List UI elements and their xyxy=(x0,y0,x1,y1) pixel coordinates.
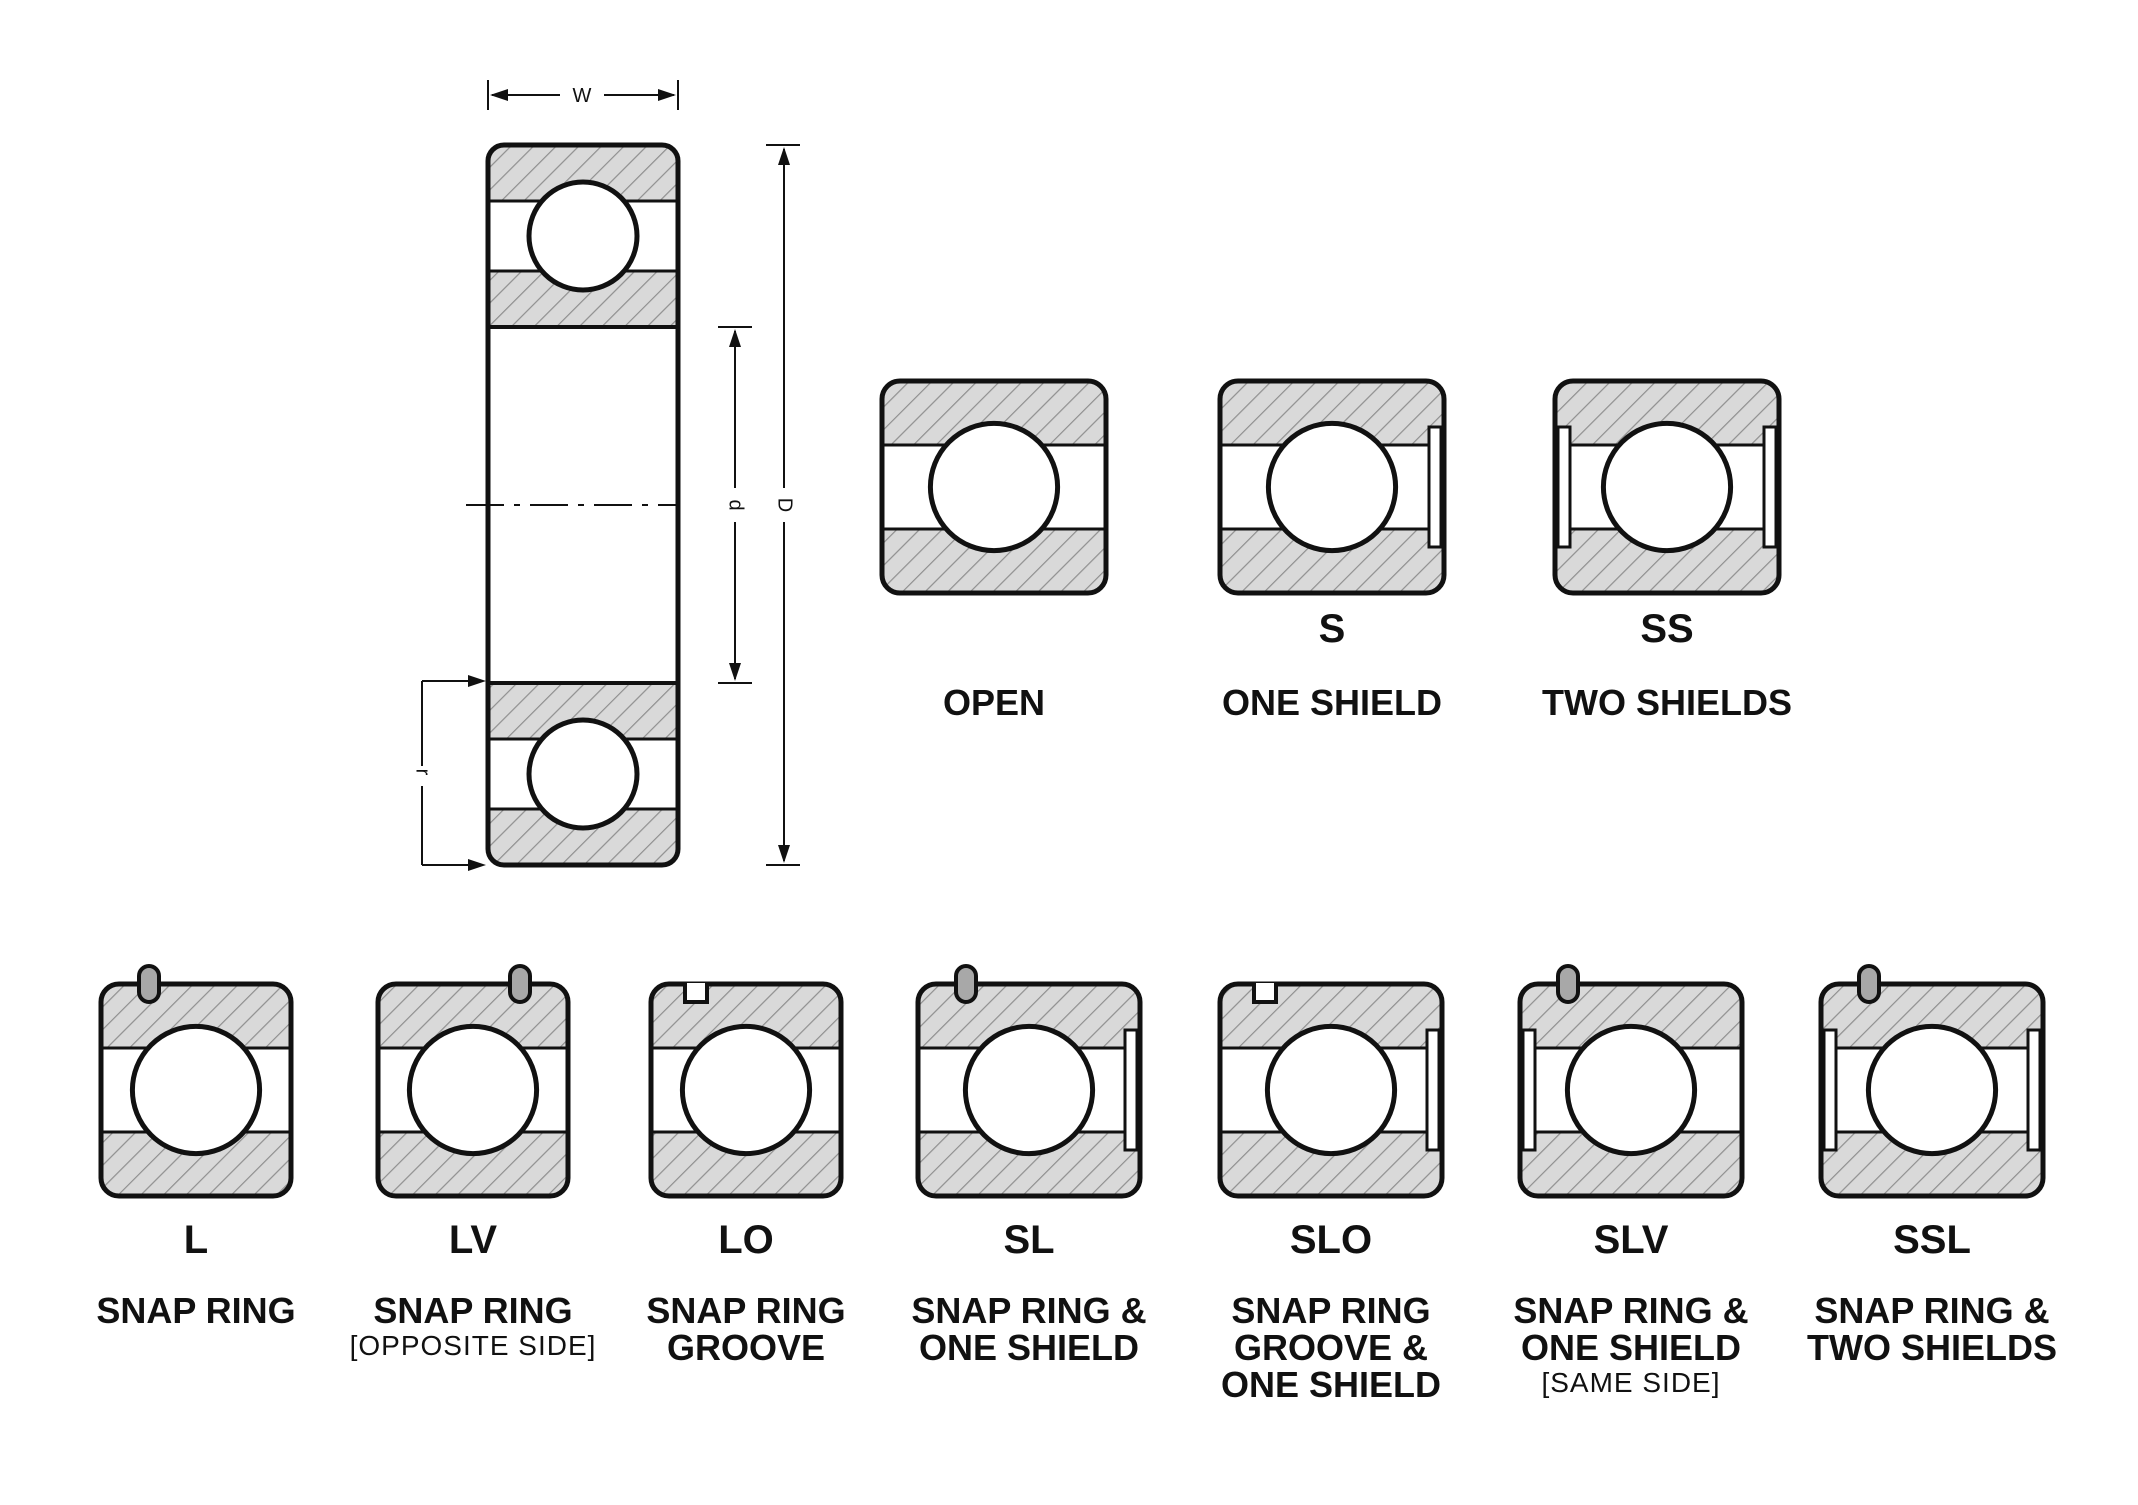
bearing-outline xyxy=(1818,981,2046,1199)
bearing-outline xyxy=(879,378,1109,596)
radius-label: r xyxy=(412,769,434,776)
bearing-outline xyxy=(648,981,844,1199)
shield-left xyxy=(1556,425,1572,549)
bearing-code: SLO xyxy=(1290,1218,1372,1262)
dimension-radius: r xyxy=(412,675,486,871)
bearing-outline xyxy=(1217,981,1445,1199)
bearing-outline xyxy=(375,981,571,1199)
shield-right xyxy=(1123,1028,1139,1152)
bearing-code: L xyxy=(184,1218,208,1262)
bearing-slo xyxy=(1217,981,1445,1199)
bearing-outline xyxy=(1217,378,1447,596)
snap-ring xyxy=(954,964,978,1004)
ball xyxy=(679,1023,813,1157)
shield-right xyxy=(1762,425,1778,549)
dimension-bore: d xyxy=(718,326,752,684)
bearing-description: ONE SHIELD xyxy=(1521,1327,1741,1368)
bearing-code: SS xyxy=(1640,607,1693,651)
top-row-bearings: OPEN S ONE SHIELD SS TWO SHIELDS xyxy=(879,378,1792,723)
shield-left xyxy=(1822,1028,1838,1152)
bearing-ssl xyxy=(1818,964,2046,1199)
bearing-description: GROOVE xyxy=(667,1327,825,1368)
ball xyxy=(962,1023,1096,1157)
shield-left xyxy=(1521,1028,1537,1152)
snap-ring xyxy=(508,964,532,1004)
main-bearing-section xyxy=(466,142,681,868)
snap-ring xyxy=(1857,964,1881,1004)
ball xyxy=(927,420,1061,554)
bearing-open xyxy=(879,378,1109,596)
snap-ring xyxy=(137,964,161,1004)
bearing-lo xyxy=(648,981,844,1199)
bearing-outline xyxy=(1552,378,1782,596)
bearing-description: SNAP RING & xyxy=(1814,1290,2049,1331)
bearing-description: TWO SHIELDS xyxy=(1542,682,1792,723)
ball xyxy=(1600,420,1734,554)
bearing-ss xyxy=(1552,378,1782,596)
ball-upper xyxy=(526,179,640,293)
bearing-description: SNAP RING xyxy=(373,1290,572,1331)
dimension-width: W xyxy=(487,80,679,110)
bearing-description: ONE SHIELD xyxy=(1221,1364,1441,1405)
shield-right xyxy=(1425,1028,1441,1152)
bearing-slv xyxy=(1517,964,1745,1199)
bearing-sl xyxy=(915,964,1143,1199)
bearing-description: GROOVE & xyxy=(1234,1327,1428,1368)
bearing-note: [SAME SIDE] xyxy=(1541,1367,1720,1398)
dimension-outer: D xyxy=(766,144,800,866)
bearing-description: ONE SHIELD xyxy=(1222,682,1442,723)
bearing-description: SNAP RING xyxy=(1231,1290,1430,1331)
bearing-outline xyxy=(915,981,1143,1199)
bearing-description: TWO SHIELDS xyxy=(1807,1327,2057,1368)
bearing-lv xyxy=(375,964,571,1199)
ball xyxy=(1264,1023,1398,1157)
bearing-description: SNAP RING xyxy=(646,1290,845,1331)
snap-ring xyxy=(1556,964,1580,1004)
bearing-s xyxy=(1217,378,1447,596)
ball xyxy=(1865,1023,1999,1157)
snap-ring-groove xyxy=(1252,983,1278,1004)
ball xyxy=(1265,420,1399,554)
ball xyxy=(1564,1023,1698,1157)
shield-right xyxy=(2026,1028,2042,1152)
width-label: W xyxy=(573,85,592,107)
ball xyxy=(406,1023,540,1157)
ball-lower xyxy=(526,717,640,831)
bore-label: d xyxy=(725,499,747,510)
bearing-code: SL xyxy=(1003,1218,1054,1262)
bearing-code: LO xyxy=(718,1218,774,1262)
shield-right xyxy=(1427,425,1443,549)
bearing-l xyxy=(98,964,294,1199)
bearing-description: SNAP RING & xyxy=(911,1290,1146,1331)
bearing-outline xyxy=(98,981,294,1199)
bearing-code: SSL xyxy=(1893,1218,1971,1262)
ball xyxy=(129,1023,263,1157)
outer-label: D xyxy=(774,498,796,512)
bearing-description: SNAP RING & xyxy=(1513,1290,1748,1331)
bearing-code: S xyxy=(1319,607,1346,651)
bearing-note: [OPPOSITE SIDE] xyxy=(350,1330,597,1361)
bearing-description: OPEN xyxy=(943,682,1045,723)
snap-ring-groove xyxy=(683,983,709,1004)
bearing-description: ONE SHIELD xyxy=(919,1327,1139,1368)
bearing-code: LV xyxy=(449,1218,497,1262)
bearing-code: SLV xyxy=(1594,1218,1669,1262)
bearing-description: SNAP RING xyxy=(96,1290,295,1331)
bearing-outline xyxy=(1517,981,1745,1199)
